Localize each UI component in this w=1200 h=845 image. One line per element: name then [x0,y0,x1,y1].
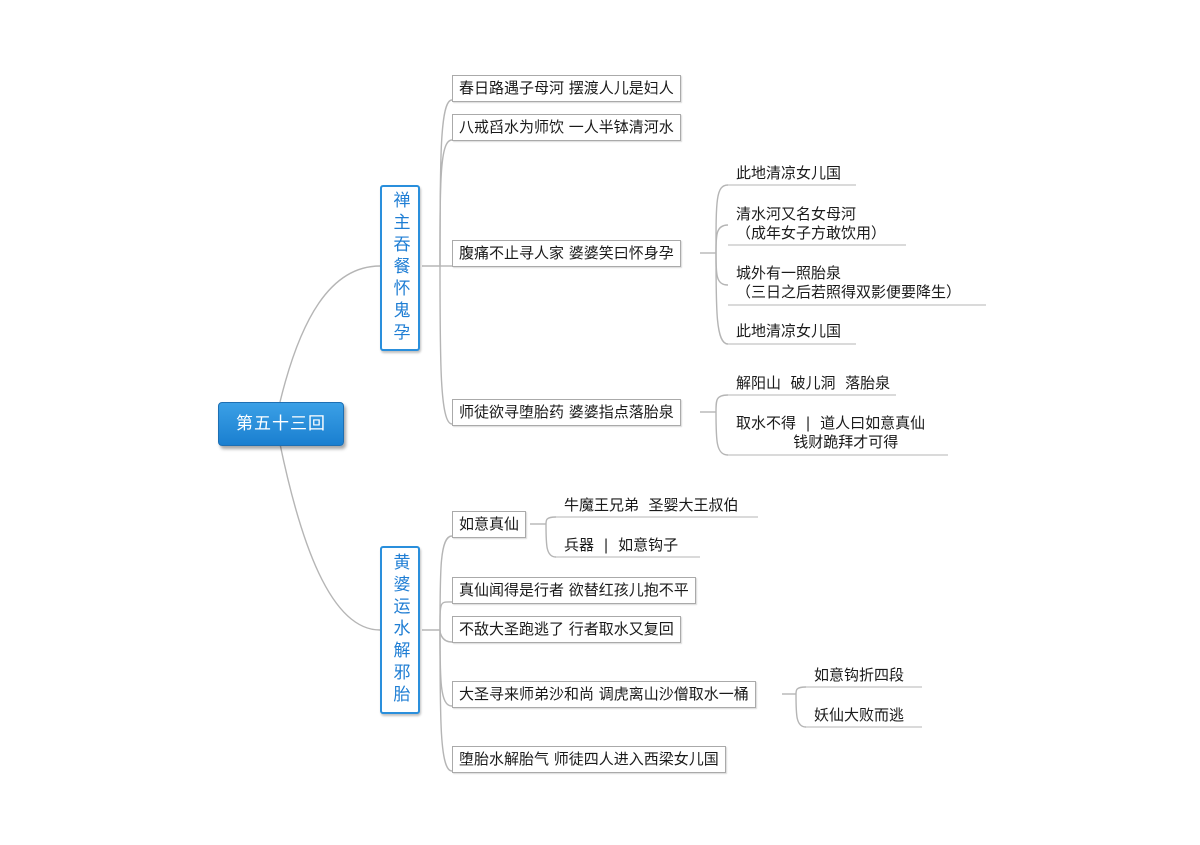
topic-node[interactable]: 腹痛不止寻人家 婆婆笑曰怀身孕 [452,240,681,267]
leaf-node[interactable]: 如意钩折四段 [814,666,905,684]
leaf-node[interactable]: 此地清凉女儿国 [736,322,842,340]
leaf-node[interactable]: 城外有一照胎泉 （三日之后若照得双影便要降生） [736,264,962,301]
leaf-node[interactable]: 妖仙大败而逃 [814,706,905,724]
leaf-node[interactable]: 取水不得 | 道人曰如意真仙 钱财跪拜才可得 [736,414,926,451]
leaf-node[interactable]: 兵器 | 如意钩子 [564,536,679,554]
topic-node[interactable]: 如意真仙 [452,511,527,538]
topic-node[interactable]: 八戒舀水为师饮 一人半钵清河水 [452,114,681,141]
topic-node[interactable]: 不敌大圣跑逃了 行者取水又复回 [452,616,681,643]
leaf-node[interactable]: 清水河又名女母河 （成年女子方敢饮用） [736,205,887,242]
topic-node[interactable]: 真仙闻得是行者 欲替红孩儿抱不平 [452,577,696,604]
root-node[interactable]: 第五十三回 [218,402,344,446]
topic-node[interactable]: 大圣寻来师弟沙和尚 调虎离山沙僧取水一桶 [452,681,756,708]
leaf-node[interactable]: 牛魔王兄弟 圣婴大王叔伯 [564,496,739,514]
topic-node[interactable]: 师徒欲寻堕胎药 婆婆指点落胎泉 [452,399,681,426]
branch-node-1[interactable]: 禅主吞餐怀鬼孕 [380,185,420,351]
branch-node-2[interactable]: 黄婆运水解邪胎 [380,546,420,714]
topic-node[interactable]: 春日路遇子母河 摆渡人儿是妇人 [452,75,681,102]
topic-node[interactable]: 堕胎水解胎气 师徒四人进入西梁女儿国 [452,746,726,773]
leaf-node[interactable]: 解阳山 破儿洞 落胎泉 [736,374,891,392]
leaf-node[interactable]: 此地清凉女儿国 [736,164,842,182]
